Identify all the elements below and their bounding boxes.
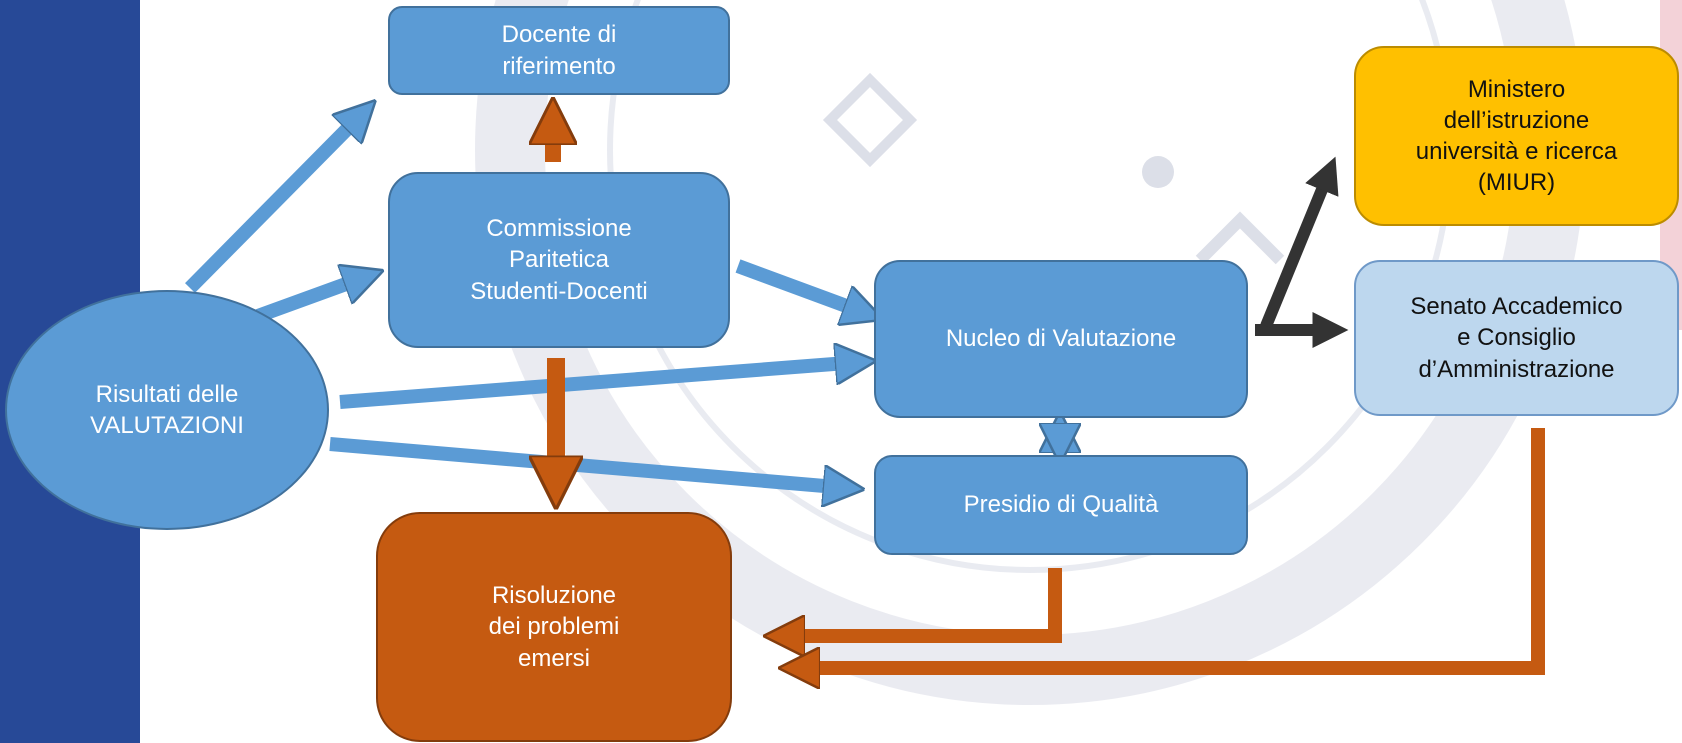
arrow-risultati-to-nucleo	[339, 362, 860, 409]
arrow-commissione-to-nucleo	[735, 259, 868, 314]
arrow-risultati-to-presidio	[329, 437, 848, 488]
node-ministero-miur: Ministero dell’istruzione università e r…	[1354, 46, 1679, 226]
node-docente-riferimento: Docente di riferimento	[388, 6, 730, 95]
arrow-senato-to-risoluzione	[795, 428, 1545, 668]
arrow-presidio-to-risoluzione	[780, 568, 1062, 636]
node-risoluzione-problemi: Risoluzione dei problemi emersi	[376, 512, 732, 742]
arrow-risultati-to-docente	[185, 112, 364, 293]
node-risultati-valutazioni: Risultati delle VALUTAZIONI	[5, 290, 329, 530]
arrow-risultati-to-commissione	[255, 276, 368, 323]
node-senato-consiglio: Senato Accademico e Consiglio d’Amminist…	[1354, 260, 1679, 416]
node-presidio-qualita: Presidio di Qualità	[874, 455, 1248, 555]
node-commissione-paritetica: Commissione Paritetica Studenti-Docenti	[388, 172, 730, 348]
node-nucleo-valutazione: Nucleo di Valutazione	[874, 260, 1248, 418]
arrow-nucleo-to-ministero	[1260, 156, 1339, 329]
